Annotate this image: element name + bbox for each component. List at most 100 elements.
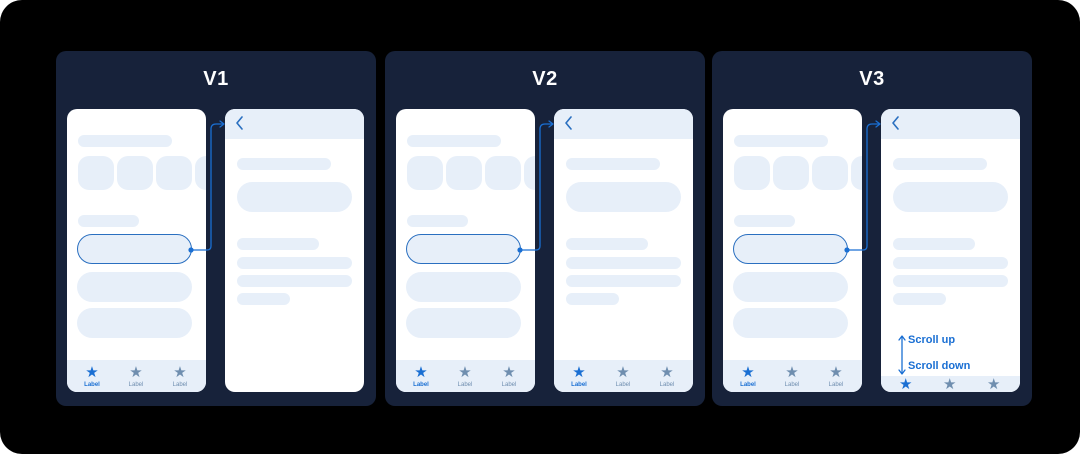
skeleton-line [237,257,352,269]
list-row[interactable] [406,272,521,302]
tab-bar: ★ Label ★ Label ★ Label [67,360,206,392]
tab-label: Label [457,382,473,388]
detail-header [225,109,364,139]
list-row[interactable] [77,308,192,338]
skeleton-block [566,182,681,212]
selected-list-row[interactable] [733,234,848,264]
carousel-card[interactable] [78,156,114,190]
tab-bar: ★ Label ★ Label ★ Label [396,360,535,392]
card-carousel[interactable] [78,156,206,190]
tab-item-2[interactable]: ★ Label [608,365,638,389]
tab-label: Label [740,382,756,388]
skeleton-heading [78,135,172,147]
tab-item-3[interactable]: ★ Label [165,365,195,389]
carousel-card[interactable] [195,156,206,190]
selected-list-row[interactable] [77,234,192,264]
list-screen: ★ Label ★ Label ★ Label [67,109,206,392]
tab-item-1[interactable]: ★ Label [77,365,107,389]
skeleton-line [893,275,1008,287]
carousel-card[interactable] [773,156,809,190]
tab-label: Label [84,382,100,388]
carousel-card[interactable] [446,156,482,190]
variant-panel-v3: V3 ★ Label ★ Label [712,51,1032,406]
tab-item-3[interactable]: ★ Label [494,365,524,389]
star-icon: ★ [829,364,843,381]
scroll-hint: Scroll up Scroll down [893,330,1013,380]
star-icon: ★ [741,364,755,381]
chevron-left-icon[interactable] [563,115,575,131]
tab-label: Label [615,382,631,388]
chevron-left-icon[interactable] [234,115,246,131]
skeleton-subheading [407,215,468,227]
detail-screen [225,109,364,392]
list-row[interactable] [406,308,521,338]
variant-panel-v2: V2 ★ Label ★ Label [385,51,705,406]
star-icon: ★ [129,364,143,381]
tab-item-2[interactable]: ★ Label [777,365,807,389]
variant-panel-v1: V1 ★ Label ★ Label [56,51,376,406]
skeleton-title [566,158,660,170]
star-icon: ★ [616,364,630,381]
carousel-card[interactable] [485,156,521,190]
skeleton-line-short [893,293,946,305]
star-icon: ★ [414,364,428,381]
star-icon[interactable]: ★ [987,376,1001,392]
tab-item-2[interactable]: ★ Label [450,365,480,389]
skeleton-line [893,257,1008,269]
list-row[interactable] [733,272,848,302]
tab-label: Label [413,382,429,388]
carousel-card[interactable] [851,156,862,190]
tab-item-1[interactable]: ★ Label [564,365,594,389]
star-icon: ★ [660,364,674,381]
list-screen: ★ Label ★ Label ★ Label [396,109,535,392]
selected-list-row[interactable] [406,234,521,264]
tab-item-1[interactable]: ★ Label [406,365,436,389]
carousel-card[interactable] [156,156,192,190]
skeleton-line [566,275,681,287]
list-row[interactable] [733,308,848,338]
variant-title: V3 [859,68,885,90]
tab-item-2[interactable]: ★ Label [121,365,151,389]
variant-title: V1 [203,68,229,90]
card-carousel[interactable] [734,156,862,190]
star-icon: ★ [85,364,99,381]
skeleton-subtitle [566,238,648,250]
skeleton-subtitle [893,238,975,250]
skeleton-line-short [237,293,290,305]
detail-header [881,109,1020,139]
skeleton-title [893,158,987,170]
carousel-card[interactable] [812,156,848,190]
star-icon: ★ [458,364,472,381]
tab-label: Label [128,382,144,388]
tab-item-1[interactable]: ★ Label [733,365,763,389]
skeleton-subheading [734,215,795,227]
carousel-card[interactable] [117,156,153,190]
tab-label: Label [659,382,675,388]
skeleton-block [893,182,1008,212]
detail-screen: Scroll up Scroll down ★ ★ ★ [881,109,1020,392]
tab-item-3[interactable]: ★ Label [821,365,851,389]
carousel-card[interactable] [524,156,535,190]
star-icon: ★ [785,364,799,381]
skeleton-heading [734,135,828,147]
tab-label: Label [571,382,587,388]
star-icon: ★ [502,364,516,381]
scroll-down-label: Scroll down [908,360,971,372]
card-carousel[interactable] [407,156,535,190]
star-icon: ★ [572,364,586,381]
list-row[interactable] [77,272,192,302]
tab-label: Label [501,382,517,388]
star-icon[interactable]: ★ [899,376,913,392]
star-icon[interactable]: ★ [943,376,957,392]
skeleton-heading [407,135,501,147]
chevron-left-icon[interactable] [890,115,902,131]
variant-title: V2 [532,68,558,90]
skeleton-title [237,158,331,170]
tab-bar: ★ Label ★ Label ★ Label [723,360,862,392]
skeleton-line-short [566,293,619,305]
carousel-card[interactable] [407,156,443,190]
tab-item-3[interactable]: ★ Label [652,365,682,389]
carousel-card[interactable] [734,156,770,190]
star-icon: ★ [173,364,187,381]
